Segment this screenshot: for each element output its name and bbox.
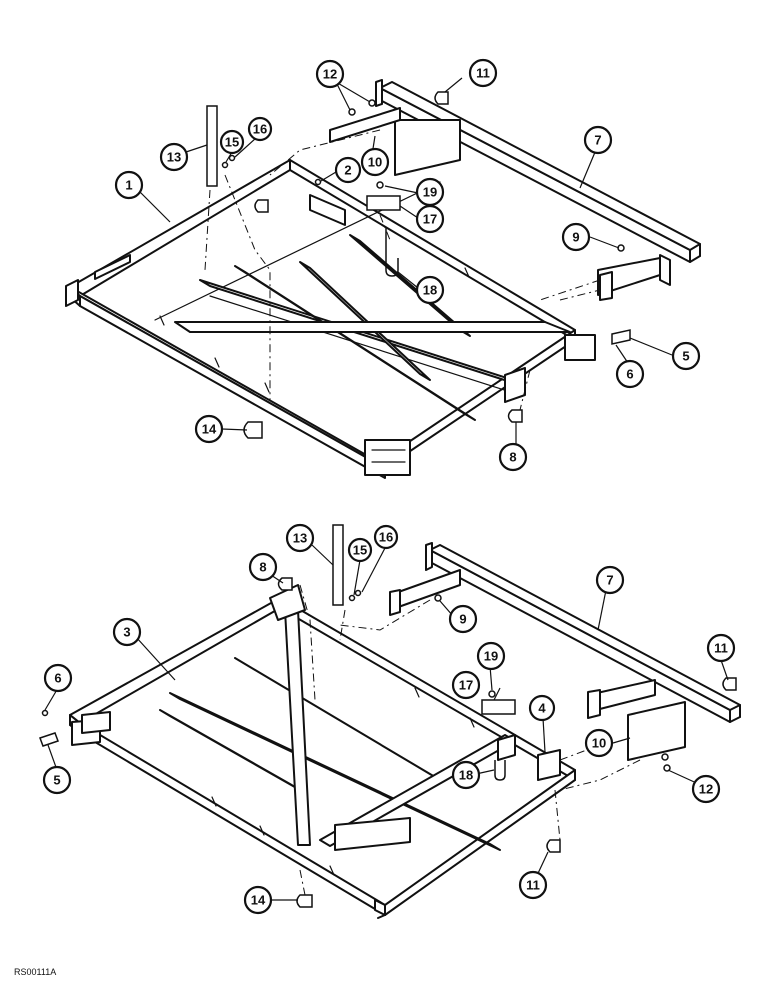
- callout-top-5: 5: [671, 341, 701, 371]
- svg-text:4: 4: [538, 701, 546, 716]
- bottom-ubolt-18: [494, 760, 506, 781]
- callout-top-7: 7: [583, 125, 613, 155]
- svg-text:5: 5: [53, 773, 60, 788]
- svg-text:15: 15: [353, 543, 367, 558]
- svg-text:17: 17: [423, 212, 437, 227]
- callout-top-11: 11: [468, 58, 498, 88]
- bottom-frame-assembly: 3 4 5 6 7 8 9 10 11 12 13 14 15 16 17 18…: [39, 523, 741, 919]
- svg-text:11: 11: [476, 66, 490, 81]
- svg-text:6: 6: [626, 367, 633, 382]
- svg-text:10: 10: [368, 155, 382, 170]
- svg-text:9: 9: [459, 612, 466, 627]
- callout-bottom-10: 10: [584, 728, 614, 758]
- callout-top-8: 8: [498, 442, 528, 472]
- svg-text:8: 8: [259, 560, 266, 575]
- top-clip-14: [243, 421, 263, 439]
- figure-id: RS00111A: [14, 967, 56, 977]
- callout-top-12: 12: [315, 59, 345, 89]
- svg-text:5: 5: [682, 349, 689, 364]
- callout-top-15: 15: [219, 129, 245, 155]
- top-frame-assembly: 1 2 5 6 7 8 9 10 11 12 13 14 15 16 17 18…: [65, 58, 701, 479]
- svg-text:10: 10: [592, 736, 606, 751]
- callout-bottom-17: 17: [451, 670, 481, 700]
- svg-text:18: 18: [423, 283, 437, 298]
- callout-top-6: 6: [615, 359, 645, 389]
- callout-bottom-3: 3: [112, 617, 142, 647]
- svg-text:1: 1: [125, 178, 132, 193]
- callout-top-18: 18: [415, 275, 445, 305]
- callout-top-2: 2: [334, 156, 362, 184]
- callout-bottom-13: 13: [285, 523, 315, 553]
- callout-top-1: 1: [114, 170, 144, 200]
- callout-bottom-16: 16: [373, 524, 399, 550]
- callout-top-19: 19: [415, 177, 445, 207]
- callout-top-14: 14: [194, 414, 224, 444]
- svg-text:17: 17: [459, 678, 473, 693]
- callout-top-10: 10: [360, 147, 390, 177]
- svg-text:8: 8: [509, 450, 516, 465]
- bottom-pin-5: [39, 732, 59, 747]
- svg-text:19: 19: [484, 649, 498, 664]
- svg-text:11: 11: [526, 878, 540, 893]
- callout-bottom-15: 15: [347, 537, 373, 563]
- callout-bottom-12: 12: [691, 774, 721, 804]
- top-hitch-17: [366, 195, 401, 211]
- callout-bottom-6: 6: [43, 663, 73, 693]
- svg-text:18: 18: [459, 768, 473, 783]
- callout-bottom-14: 14: [243, 885, 273, 915]
- callout-top-17: 17: [415, 204, 445, 234]
- top-ubolt-18: [385, 228, 399, 277]
- callout-bottom-7: 7: [595, 565, 625, 595]
- bottom-extension-frame: [389, 542, 741, 761]
- svg-text:2: 2: [344, 163, 351, 178]
- svg-text:13: 13: [167, 150, 181, 165]
- svg-text:3: 3: [123, 625, 130, 640]
- callout-bottom-4: 4: [528, 694, 556, 722]
- bottom-small-parts: [39, 524, 737, 908]
- svg-text:9: 9: [572, 230, 579, 245]
- svg-text:11: 11: [714, 641, 728, 656]
- callout-bottom-19: 19: [476, 641, 506, 671]
- callout-bottom-18: 18: [451, 760, 481, 790]
- svg-text:14: 14: [251, 893, 266, 908]
- svg-text:14: 14: [202, 422, 217, 437]
- svg-text:19: 19: [423, 185, 437, 200]
- callout-top-9: 9: [561, 222, 591, 252]
- callout-bottom-9: 9: [448, 604, 478, 634]
- callout-bottom-11a: 11: [706, 633, 736, 663]
- callout-top-16: 16: [247, 116, 273, 142]
- top-extension-frame: [329, 79, 701, 301]
- bottom-clip-14: [296, 894, 313, 908]
- svg-text:16: 16: [379, 530, 393, 545]
- callout-top-13: 13: [159, 142, 189, 172]
- svg-text:12: 12: [699, 782, 713, 797]
- svg-text:6: 6: [54, 671, 61, 686]
- bottom-main-frame: [69, 584, 576, 919]
- bottom-hitch-17: [481, 699, 516, 715]
- svg-text:12: 12: [323, 67, 337, 82]
- top-pin-5: [611, 329, 631, 345]
- svg-text:15: 15: [225, 135, 239, 150]
- top-small-parts: [206, 91, 631, 439]
- bottom-leader-lines: [44, 544, 729, 901]
- callout-bottom-5: 5: [42, 765, 72, 795]
- svg-text:7: 7: [594, 133, 601, 148]
- svg-text:16: 16: [253, 122, 267, 137]
- callout-bottom-11b: 11: [518, 870, 548, 900]
- svg-text:13: 13: [293, 531, 307, 546]
- callout-bottom-8: 8: [248, 552, 278, 582]
- svg-text:7: 7: [606, 573, 613, 588]
- bottom-pin-13: [332, 524, 344, 606]
- top-pin-13: [206, 105, 218, 187]
